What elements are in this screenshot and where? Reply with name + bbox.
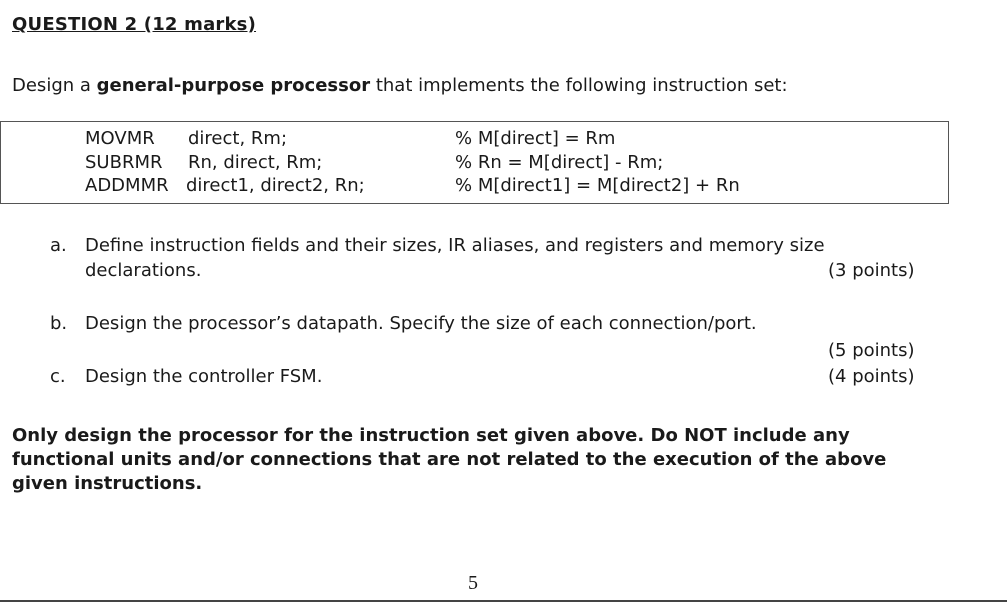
intro-bold-term: general-purpose processor xyxy=(96,75,371,96)
part-b-letter: b. xyxy=(50,313,68,334)
instruction-opcode: MOVMR xyxy=(85,128,155,149)
instruction-opcode: SUBRMR xyxy=(85,152,163,173)
instruction-note: Only design the processor for the instru… xyxy=(12,424,952,496)
part-a-letter: a. xyxy=(50,235,67,256)
instruction-opcode: ADDMMR xyxy=(85,175,169,196)
instruction-args: Rn, direct, Rm; xyxy=(188,152,323,173)
note-line-3: given instructions. xyxy=(12,473,203,494)
part-c-points: (4 points) xyxy=(828,366,915,387)
part-a-line2: declarations. xyxy=(85,260,202,281)
part-c-letter: c. xyxy=(50,366,66,387)
question-title: QUESTION 2 (12 marks) xyxy=(12,14,257,35)
instruction-args: direct1, direct2, Rn; xyxy=(186,175,365,196)
instruction-comment: % M[direct] = Rm xyxy=(455,128,616,149)
instruction-set-box: MOVMR direct, Rm; % M[direct] = Rm SUBRM… xyxy=(0,121,949,204)
instruction-comment: % M[direct1] = M[direct2] + Rn xyxy=(455,175,740,196)
part-b-points: (5 points) xyxy=(828,340,915,361)
intro-suffix: that implements the following instructio… xyxy=(370,75,788,96)
part-b-line1: Design the processor’s datapath. Specify… xyxy=(85,313,757,334)
instruction-comment: % Rn = M[direct] - Rm; xyxy=(455,152,664,173)
part-a-points: (3 points) xyxy=(828,260,915,281)
page-number: 5 xyxy=(468,572,478,594)
part-a-line1: Define instruction fields and their size… xyxy=(85,235,825,256)
note-line-1: Only design the processor for the instru… xyxy=(12,425,850,446)
note-line-2: functional units and/or connections that… xyxy=(12,449,887,470)
intro-prefix: Design a xyxy=(12,75,97,96)
instruction-args: direct, Rm; xyxy=(188,128,288,149)
footer-rule xyxy=(0,600,1007,602)
part-c-line1: Design the controller FSM. xyxy=(85,366,323,387)
question-intro: Design a general-purpose processor that … xyxy=(12,75,788,96)
